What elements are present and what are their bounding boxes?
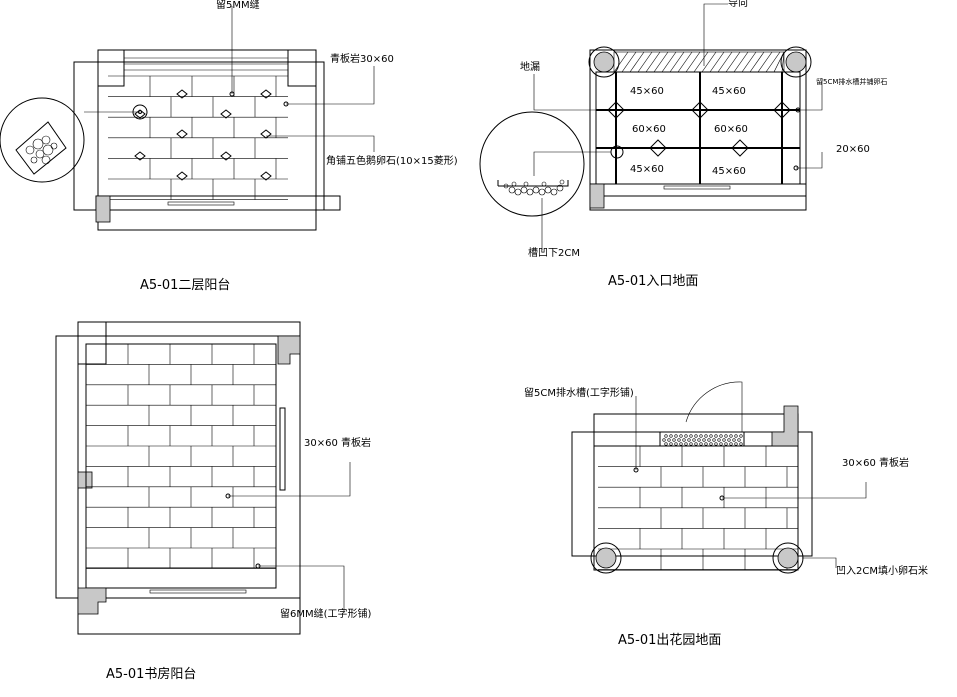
plan-title: A5-01二层阳台	[140, 278, 230, 293]
leader-lines	[635, 396, 867, 568]
wall-stub-left	[589, 183, 605, 209]
label-joint: 留5MM缝	[216, 0, 260, 11]
slab-outline	[97, 49, 317, 231]
diamond-inserts	[607, 101, 791, 157]
outer-wall	[77, 321, 301, 635]
tile-grid	[86, 343, 276, 569]
inner-wall	[55, 335, 301, 599]
wall-stub-bottom	[77, 587, 107, 615]
outer-wall	[571, 431, 813, 557]
column-right	[277, 335, 301, 365]
column-circle-right	[780, 46, 812, 78]
label-recess: 凹入2CM填小卵石米	[836, 564, 928, 577]
tile-size: 45×60	[712, 166, 746, 177]
plan-entrance-floor: 45×60 45×60 60×60 60×60 45×60 45×60 导向	[479, 0, 887, 289]
door-rail	[279, 407, 286, 491]
tile-size: 60×60	[714, 124, 748, 135]
threshold	[95, 195, 341, 211]
threshold	[85, 567, 277, 589]
label-drain: 留5CM排水槽(工字形铺)	[524, 386, 634, 399]
tile-size: 45×60	[630, 86, 664, 97]
pebbles	[25, 135, 58, 165]
door-sill	[663, 185, 731, 190]
plan-garden-exit: 留5CM排水槽(工字形铺) 30×60 青板岩 凹入2CM填小卵石米 A5-01…	[524, 381, 928, 648]
drain-section	[497, 180, 569, 187]
plan-title: A5-01入口地面	[608, 274, 698, 289]
door-swing	[685, 381, 743, 432]
wall-stub	[77, 471, 93, 489]
leader-lines	[228, 462, 351, 612]
column-left	[77, 321, 107, 365]
slab-outline	[593, 413, 799, 556]
label-slate: 青板岩30×60	[330, 52, 394, 65]
label-pebbles: 角铺五色鹅卵石(10×15菱形)	[326, 154, 458, 167]
detail-bubble	[0, 97, 85, 183]
tile-grid	[598, 445, 798, 570]
pebble-diamond	[15, 121, 67, 175]
detail-bubble	[479, 111, 585, 217]
column-right	[287, 49, 317, 87]
column-left	[97, 49, 125, 87]
column-circle-left	[590, 542, 622, 574]
wall-stub-left	[95, 195, 111, 223]
label-slate: 30×60 青板岩	[304, 436, 371, 449]
tile-size: 45×60	[712, 86, 746, 97]
leader-lines	[533, 3, 823, 250]
paving-field	[85, 343, 277, 569]
tile-grid	[108, 75, 288, 200]
label-joint: 留6MM缝(工字形铺)	[280, 607, 372, 620]
plan-title: A5-01出花园地面	[618, 632, 721, 648]
door-sill	[149, 589, 247, 594]
tile-grid	[596, 72, 800, 184]
callout-circle	[132, 104, 148, 120]
door-sill	[167, 201, 235, 206]
beam-hatch	[613, 51, 785, 73]
outer-wall	[589, 49, 807, 211]
leader-lines	[231, 6, 375, 152]
plan-balcony-2f: 留5MM缝 青板岩30×60 角铺五色鹅卵石(10×15菱形) A5-01二层阳…	[0, 0, 458, 293]
plan-study-balcony: 30×60 青板岩 留6MM缝(工字形铺) A5-01书房阳台	[55, 321, 372, 682]
label-size: 20×60	[836, 144, 870, 155]
pebble-fill	[662, 434, 743, 446]
label-drain: 地漏	[520, 60, 540, 73]
label-recess: 槽凹下2CM	[528, 246, 580, 259]
label-beam: 导向	[728, 0, 748, 9]
plan-title: A5-01书房阳台	[106, 666, 196, 682]
tile-size: 45×60	[630, 164, 664, 175]
tile-size: 60×60	[632, 124, 666, 135]
label-channel: 留5CM排水槽并铺卵石	[816, 77, 887, 86]
label-slate: 30×60 青板岩	[842, 456, 909, 469]
section-pebbles	[503, 179, 565, 196]
column-right	[771, 405, 799, 447]
hatched-beam	[613, 51, 785, 73]
paving-field	[595, 71, 801, 185]
column-circle-left	[588, 46, 620, 78]
